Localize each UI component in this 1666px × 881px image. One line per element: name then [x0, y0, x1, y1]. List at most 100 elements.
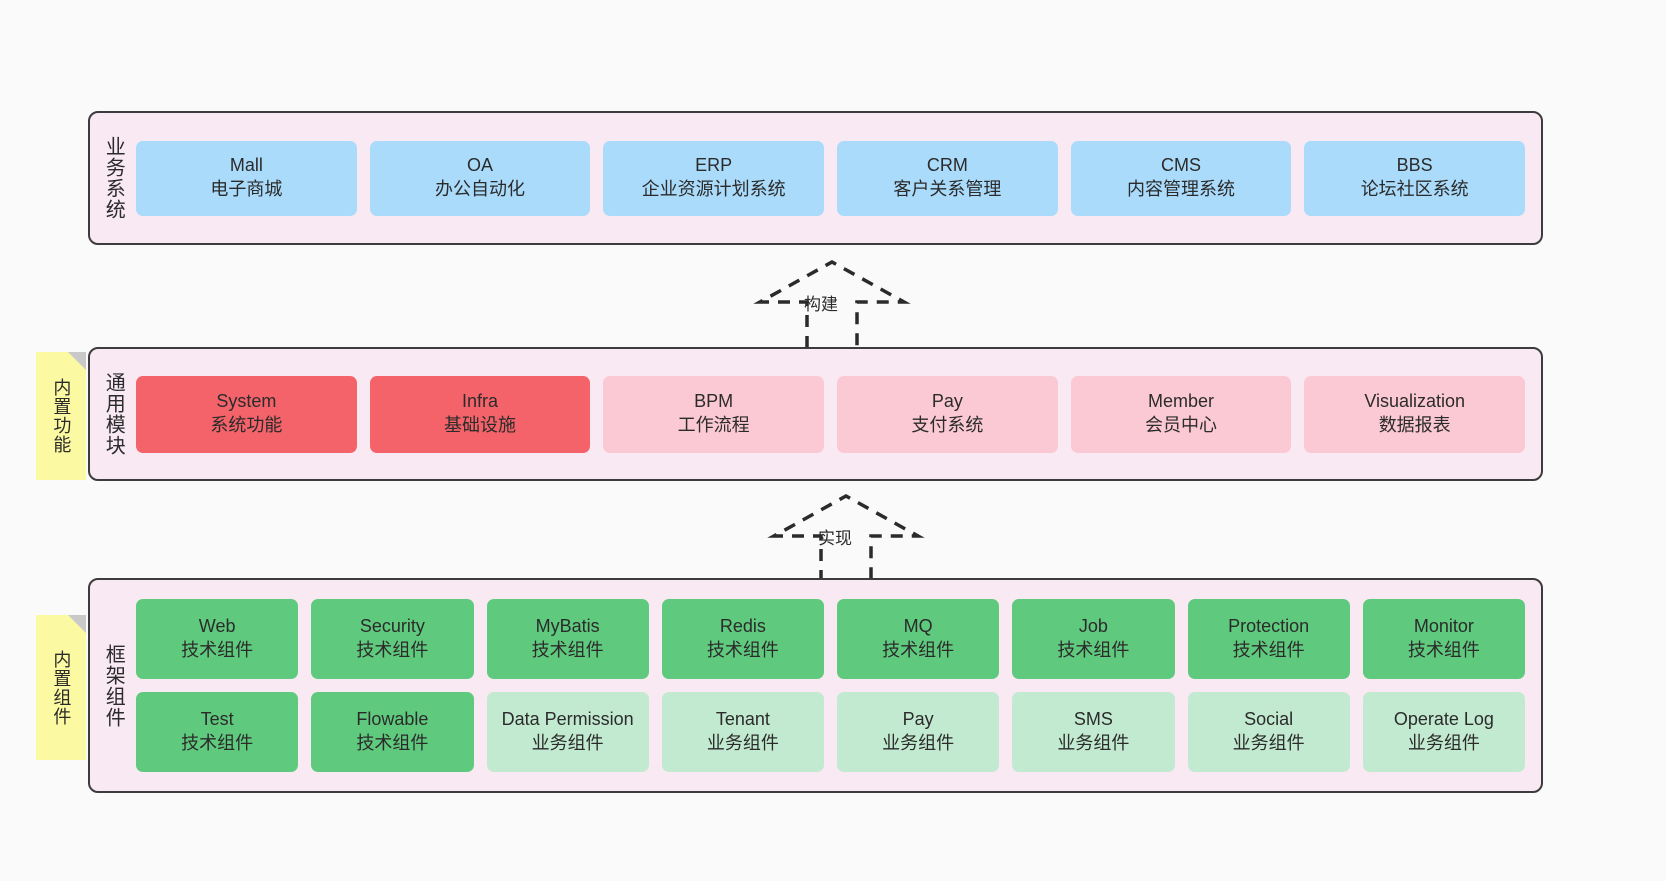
connector-implement-label: 实现: [818, 529, 852, 548]
node-mybatis[interactable]: MyBatis 技术组件: [486, 599, 649, 679]
node-title: Protection: [1228, 616, 1310, 637]
node-title: Social: [1244, 709, 1294, 730]
node-subtitle: 办公自动化: [435, 179, 525, 199]
node-title: Job: [1078, 616, 1108, 637]
connector-implement: 实现: [766, 492, 926, 582]
node-subtitle: 电子商城: [210, 179, 283, 199]
layer-label-business-systems: 业务系统: [102, 136, 125, 220]
node-oa[interactable]: OA 办公自动化: [369, 140, 591, 216]
node-visualization[interactable]: Visualization 数据报表: [1304, 375, 1526, 453]
node-subtitle: 系统功能: [210, 415, 283, 435]
framework-row-business: Test 技术组件 Flowable 技术组件 Data Permission …: [136, 692, 1525, 772]
node-protection[interactable]: Protection 技术组件: [1187, 599, 1350, 679]
node-subtitle: 客户关系管理: [893, 179, 1002, 199]
node-tenant[interactable]: Tenant 业务组件: [661, 692, 824, 772]
node-subtitle: 技术组件: [181, 733, 254, 753]
layer-label-common-modules: 通用模块: [102, 372, 125, 456]
node-redis[interactable]: Redis 技术组件: [661, 599, 824, 679]
layer-body-common-modules: System 系统功能 Infra 基础设施 BPM 工作流程 Pay 支付系统…: [136, 349, 1541, 479]
node-test[interactable]: Test 技术组件: [136, 692, 299, 772]
node-pay[interactable]: Pay 支付系统: [837, 375, 1058, 453]
node-monitor[interactable]: Monitor 技术组件: [1362, 599, 1525, 679]
node-title: Pay: [931, 391, 963, 412]
node-title: Visualization: [1364, 391, 1466, 412]
node-subtitle: 会员中心: [1145, 415, 1218, 435]
node-flowable[interactable]: Flowable 技术组件: [311, 692, 474, 772]
node-subtitle: 技术组件: [1057, 640, 1130, 660]
node-web[interactable]: Web 技术组件: [136, 599, 299, 679]
node-subtitle: 业务组件: [1232, 733, 1305, 753]
node-title: OA: [467, 155, 494, 176]
node-bbs[interactable]: BBS 论坛社区系统: [1304, 140, 1526, 216]
node-subtitle: 业务组件: [531, 733, 604, 753]
node-title: CMS: [1161, 155, 1202, 176]
layer-common-modules: 通用模块 System 系统功能 Infra 基础设施 BPM 工作流程 Pay…: [88, 347, 1543, 481]
node-sms[interactable]: SMS 业务组件: [1012, 692, 1175, 772]
node-subtitle: 内容管理系统: [1127, 179, 1236, 199]
node-title: BBS: [1396, 155, 1433, 176]
node-title: Redis: [719, 616, 766, 637]
node-subtitle: 工作流程: [677, 415, 750, 435]
node-subtitle: 企业资源计划系统: [641, 179, 786, 199]
node-title: Test: [200, 709, 234, 730]
note-fold-icon: [68, 615, 86, 633]
connector-build-label: 构建: [804, 295, 838, 314]
node-member[interactable]: Member 会员中心: [1070, 375, 1292, 453]
node-title: Web: [198, 616, 236, 637]
node-subtitle: 业务组件: [1407, 733, 1480, 753]
framework-row-technical: Web 技术组件 Security 技术组件 MyBatis 技术组件 Redi…: [136, 599, 1525, 679]
node-mq[interactable]: MQ 技术组件: [837, 599, 1000, 679]
node-title: System: [216, 391, 277, 412]
node-erp[interactable]: ERP 企业资源计划系统: [603, 140, 825, 216]
node-subtitle: 业务组件: [1057, 733, 1130, 753]
node-subtitle: 支付系统: [911, 415, 984, 435]
layer-framework-components: 框架组件 Web 技术组件 Security 技术组件 MyBatis 技术组件…: [88, 578, 1543, 793]
node-subtitle: 技术组件: [1232, 640, 1305, 660]
node-subtitle: 技术组件: [181, 640, 254, 660]
node-pay-business[interactable]: Pay 业务组件: [837, 692, 1000, 772]
node-title: SMS: [1073, 709, 1113, 730]
node-operate-log[interactable]: Operate Log 业务组件: [1362, 692, 1525, 772]
node-subtitle: 技术组件: [531, 640, 604, 660]
node-mall[interactable]: Mall 电子商城: [136, 140, 357, 216]
node-subtitle: 技术组件: [356, 640, 429, 660]
node-title: Pay: [902, 709, 934, 730]
connector-build: 构建: [752, 258, 912, 348]
node-title: Member: [1148, 391, 1215, 412]
layer-body-business-systems: Mall 电子商城 OA 办公自动化 ERP 企业资源计划系统 CRM 客户关系…: [136, 113, 1541, 243]
node-title: MyBatis: [535, 616, 600, 637]
node-title: Tenant: [715, 709, 770, 730]
node-subtitle: 技术组件: [706, 640, 779, 660]
node-crm[interactable]: CRM 客户关系管理: [837, 140, 1058, 216]
note-builtin-components: 内置组件: [36, 615, 86, 760]
node-cms[interactable]: CMS 内容管理系统: [1070, 140, 1292, 216]
layer-label-framework-components: 框架组件: [102, 643, 125, 728]
dashed-arrow-up-icon: [753, 259, 911, 348]
node-system[interactable]: System 系统功能: [136, 375, 357, 453]
node-subtitle: 技术组件: [882, 640, 955, 660]
node-title: Flowable: [356, 709, 429, 730]
node-title: Data Permission: [501, 709, 634, 730]
node-title: MQ: [903, 616, 933, 637]
layer-business-systems: 业务系统 Mall 电子商城 OA 办公自动化 ERP 企业资源计划系统 CRM…: [88, 111, 1543, 245]
note-fold-icon: [68, 352, 86, 370]
note-builtin-components-text: 内置组件: [51, 649, 72, 726]
note-builtin-features: 内置功能: [36, 352, 86, 480]
node-job[interactable]: Job 技术组件: [1012, 599, 1175, 679]
node-subtitle: 技术组件: [356, 733, 429, 753]
node-title: Security: [359, 616, 425, 637]
node-title: ERP: [695, 155, 733, 176]
node-data-permission[interactable]: Data Permission 业务组件: [486, 692, 649, 772]
node-bpm[interactable]: BPM 工作流程: [603, 375, 825, 453]
node-social[interactable]: Social 业务组件: [1187, 692, 1350, 772]
node-title: CRM: [926, 155, 968, 176]
node-title: Mall: [229, 155, 263, 176]
node-subtitle: 技术组件: [1407, 640, 1480, 660]
node-title: Monitor: [1413, 616, 1474, 637]
node-subtitle: 业务组件: [706, 733, 779, 753]
node-infra[interactable]: Infra 基础设施: [369, 375, 591, 453]
node-subtitle: 业务组件: [882, 733, 955, 753]
node-title: Infra: [461, 391, 499, 412]
node-security[interactable]: Security 技术组件: [311, 599, 474, 679]
